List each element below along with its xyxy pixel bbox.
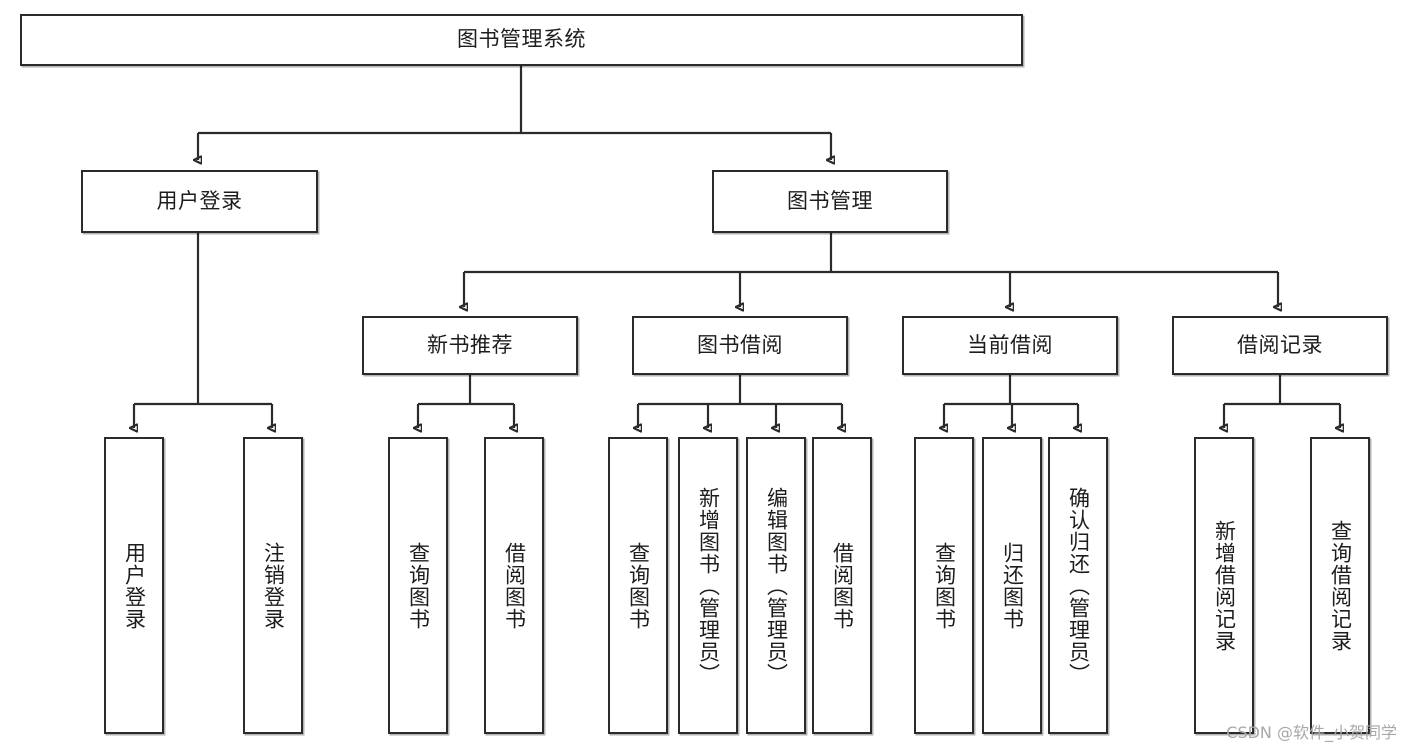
node-book-management[interactable]: 图书管理: [712, 170, 948, 233]
leaf-node-label: 编辑图书（管理员）: [764, 486, 789, 685]
leaf-node-label: 确认归还（管理员）: [1066, 486, 1091, 685]
leaf-node[interactable]: 用户登录: [104, 437, 164, 734]
leaf-node[interactable]: 新增图书（管理员）: [678, 437, 738, 734]
leaf-node-label: 借阅图书: [830, 541, 855, 630]
leaf-node[interactable]: 确认归还（管理员）: [1048, 437, 1108, 734]
leaf-node-label: 查询图书: [626, 541, 651, 630]
node-root-system[interactable]: 图书管理系统: [20, 14, 1023, 66]
node-borrow-record-label: 借阅记录: [1237, 332, 1323, 357]
edge-borrow-to-leaves: [638, 375, 842, 428]
node-book-management-label: 图书管理: [787, 188, 873, 213]
edge-current-to-leaves: [944, 375, 1078, 428]
leaf-node[interactable]: 查询图书: [914, 437, 974, 734]
leaf-node[interactable]: 注销登录: [243, 437, 303, 734]
node-current-borrow[interactable]: 当前借阅: [902, 316, 1118, 375]
leaf-node[interactable]: 查询图书: [388, 437, 448, 734]
node-current-borrow-label: 当前借阅: [967, 332, 1053, 357]
leaf-node-label: 借阅图书: [502, 541, 527, 630]
node-root-label: 图书管理系统: [457, 27, 586, 52]
leaf-node[interactable]: 查询图书: [608, 437, 668, 734]
leaf-node[interactable]: 编辑图书（管理员）: [746, 437, 806, 734]
leaf-node-label: 新增借阅记录: [1212, 519, 1237, 652]
edge-newbook-to-leaves: [418, 375, 514, 428]
node-new-book-recommend-label: 新书推荐: [427, 332, 513, 357]
edge-record-to-leaves: [1224, 375, 1340, 428]
leaf-node-label: 查询图书: [932, 541, 957, 630]
leaf-node-label: 注销登录: [261, 541, 286, 630]
node-book-borrow-label: 图书借阅: [697, 332, 783, 357]
leaf-node-label: 归还图书: [1000, 541, 1025, 630]
node-user-login[interactable]: 用户登录: [81, 170, 318, 233]
leaf-node-label: 查询借阅记录: [1328, 519, 1353, 652]
leaf-node-label: 用户登录: [122, 541, 147, 630]
leaf-node[interactable]: 新增借阅记录: [1194, 437, 1254, 734]
leaf-node[interactable]: 借阅图书: [484, 437, 544, 734]
edge-userlogin-to-leaves: [134, 233, 272, 428]
edge-root-to-level2: [198, 66, 831, 160]
edge-bookmgmt-to-level3: [464, 233, 1278, 307]
leaf-node[interactable]: 归还图书: [982, 437, 1042, 734]
node-book-borrow[interactable]: 图书借阅: [632, 316, 848, 375]
node-borrow-record[interactable]: 借阅记录: [1172, 316, 1388, 375]
leaf-node-label: 查询图书: [406, 541, 431, 630]
leaf-node[interactable]: 借阅图书: [812, 437, 872, 734]
leaf-node[interactable]: 查询借阅记录: [1310, 437, 1370, 734]
node-user-login-label: 用户登录: [156, 188, 243, 213]
node-new-book-recommend[interactable]: 新书推荐: [362, 316, 578, 375]
leaf-node-label: 新增图书（管理员）: [696, 486, 721, 685]
